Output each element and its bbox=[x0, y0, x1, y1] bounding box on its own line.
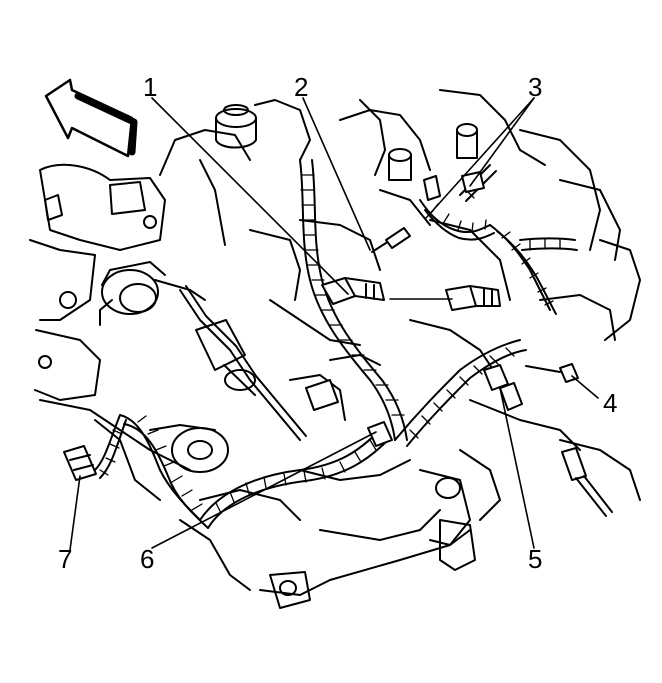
engine-block-outline bbox=[29, 89, 641, 609]
connector-6 bbox=[305, 379, 393, 447]
leader-7 bbox=[69, 475, 81, 551]
leader-5 bbox=[499, 387, 535, 549]
callout-3: 3 bbox=[528, 72, 542, 102]
connector-3 bbox=[445, 285, 501, 311]
left-connector-cluster bbox=[99, 261, 206, 326]
leader-2 bbox=[302, 97, 371, 251]
leader-1 bbox=[151, 97, 349, 295]
harness-wrap-beads bbox=[99, 174, 561, 514]
connector-1 bbox=[321, 277, 385, 305]
callout-6: 6 bbox=[140, 544, 154, 574]
callout-2: 2 bbox=[294, 72, 308, 102]
callout-4: 4 bbox=[603, 388, 617, 418]
leader-3b bbox=[425, 97, 535, 219]
leader-6 bbox=[151, 431, 377, 549]
callout-5: 5 bbox=[528, 544, 542, 574]
wiring-harness bbox=[94, 159, 578, 529]
reservoir-caps bbox=[215, 104, 478, 181]
connector-7 bbox=[63, 445, 97, 481]
connector-5 bbox=[483, 364, 613, 517]
front-direction-arrow bbox=[44, 78, 138, 158]
callout-1: 1 bbox=[143, 72, 157, 102]
shift-cable bbox=[179, 285, 307, 441]
callout-7: 7 bbox=[58, 544, 72, 574]
leader-4 bbox=[571, 375, 599, 399]
connector-4-sensor bbox=[525, 363, 579, 383]
connector-2-terminal bbox=[371, 227, 411, 253]
leader-lines bbox=[69, 97, 599, 551]
leader-3a bbox=[469, 97, 535, 187]
